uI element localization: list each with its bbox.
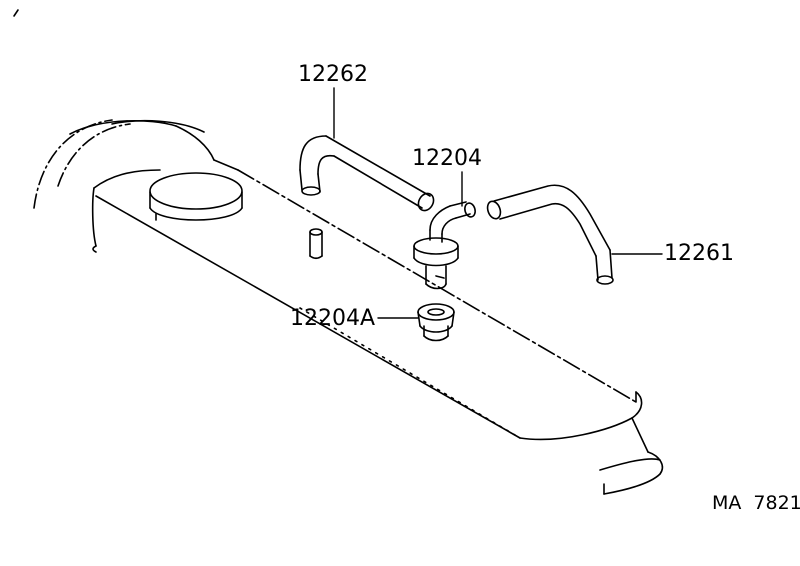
callout-12262: 12262 (298, 62, 368, 87)
callout-12204a: 12204A (290, 306, 376, 331)
stray-mark (13, 9, 19, 17)
figure-code: MA 7821 (712, 492, 800, 514)
callout-12261: 12261 (664, 241, 734, 266)
stud-pin (309, 228, 323, 260)
callout-12204: 12204 (412, 146, 482, 171)
hose-12261-drawing (486, 184, 614, 285)
oil-filler-cap (149, 172, 243, 221)
leader-lines (333, 87, 663, 319)
cylinder-head-cover (33, 119, 664, 495)
figure-code-prefix: MA (712, 492, 742, 514)
figure-code-number: 7821 (753, 492, 800, 514)
hose-12262-drawing (299, 135, 435, 212)
grommet-drawing (417, 303, 455, 342)
pcv-valve-drawing (413, 201, 476, 290)
